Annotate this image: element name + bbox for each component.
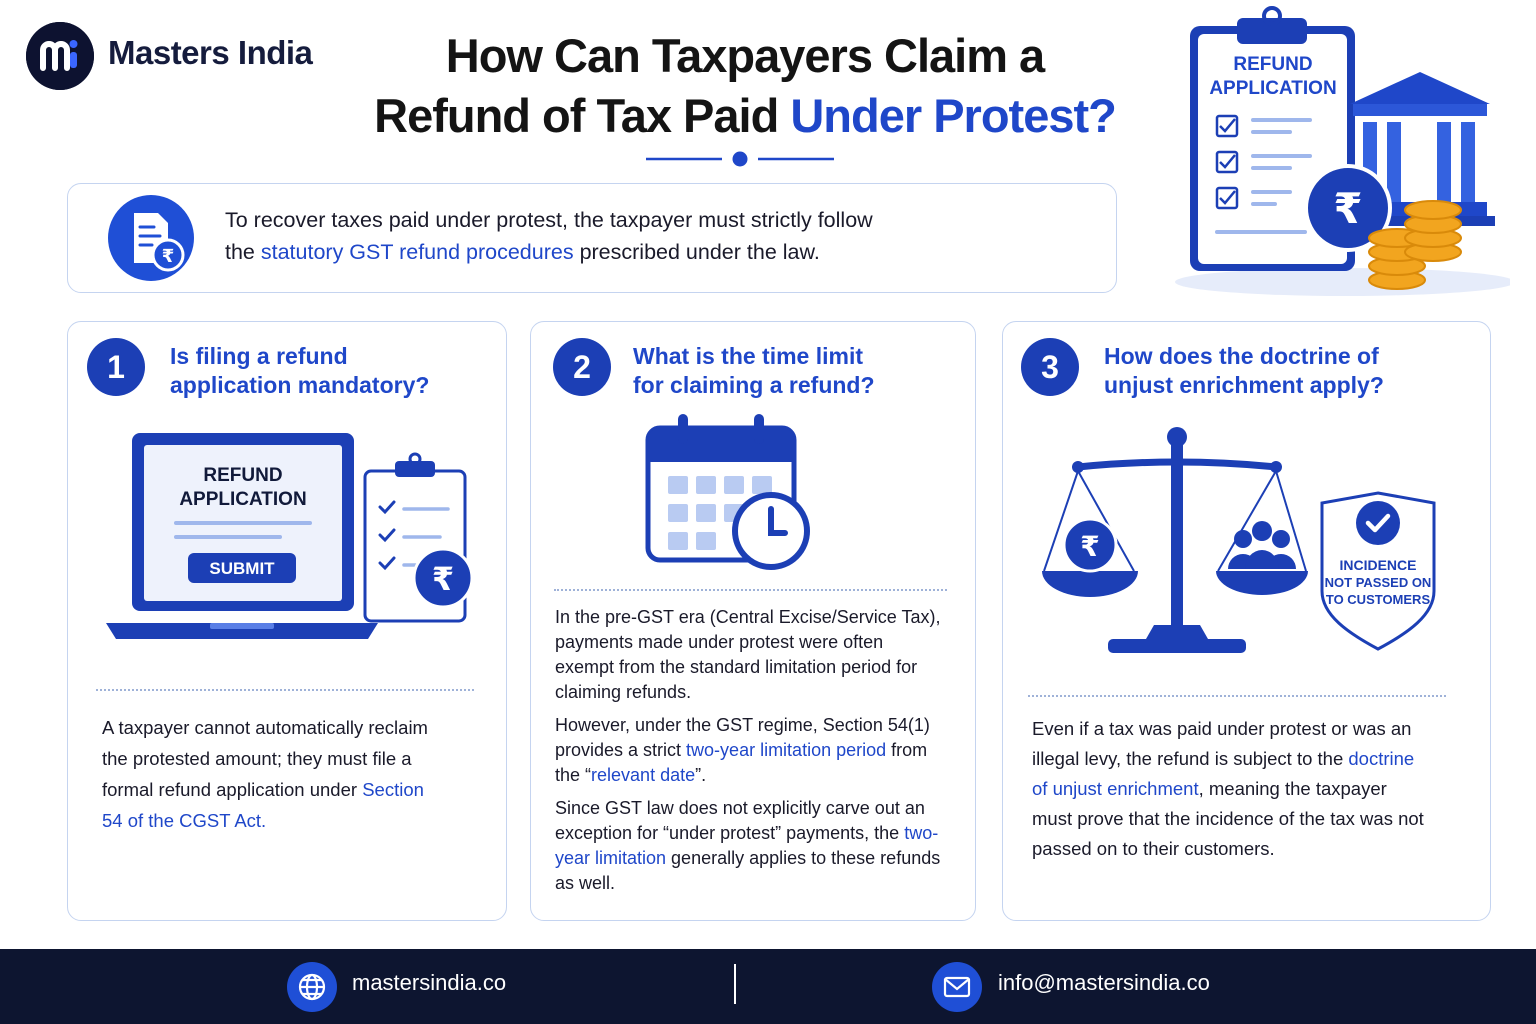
customers-group-icon [1228,521,1296,569]
brand-logo [26,22,94,90]
brand-name: Masters India [108,34,313,71]
mail-icon [932,962,982,1012]
card-3-question-line-1: How does the doctrine of [1104,343,1379,369]
card-2-p2-text-b: from the “ [555,740,928,785]
clipboard-currency-symbol: ₹ [432,560,454,598]
card-2-question-line-1: What is the time limit [633,343,864,369]
card-1-body: A taxpayer cannot automatically reclaim … [102,712,447,836]
card-1-body-text: A taxpayer cannot automatically reclaim … [102,717,428,800]
card-2-body: In the pre-GST era (Central Excise/Servi… [555,605,945,904]
card-1-divider [96,689,474,691]
globe-icon [287,962,337,1012]
card-2-p2-highlight-1: two-year limitation period [686,740,887,760]
intro-highlight: statutory GST refund procedures [260,240,574,264]
card-2-p2-text-c: ”. [695,765,707,785]
refund-application-illustration: REFUND APPLICATION ₹ [1175,6,1510,296]
card-2-paragraph-2: However, under the GST regime, Section 5… [555,713,945,788]
title-line-2: Refund of Tax Paid Under Protest? [300,86,1190,146]
gold-coins-icon [1368,200,1462,290]
card-2-paragraph-3: Since GST law does not explicitly carve … [555,796,945,896]
scale-icon [1042,427,1308,653]
hero-form-label-2: APPLICATION [1209,78,1336,99]
intro-part-3: prescribed under the law. [573,240,820,264]
card-3-body: Even if a tax was paid under protest or … [1032,714,1432,864]
card-3-body-highlight: doctrine of unjust enrichment [1032,748,1415,799]
card-2-paragraph-1: In the pre-GST era (Central Excise/Servi… [555,607,941,702]
intro-callout [67,183,1117,293]
card-3-body-text-a: Even if a tax was paid under protest or … [1032,718,1412,769]
hero-form-label-1: REFUND [1233,54,1312,75]
card-3-body-text-b: , meaning the taxpayer must prove that t… [1032,778,1424,859]
refund-document-icon: ₹ [108,195,194,281]
card-2-number-badge: 2 [553,338,611,396]
laptop-screen-label-2: APPLICATION [179,489,306,510]
laptop-screen-label-1: REFUND [203,465,282,486]
calendar-clock-icon [645,414,810,570]
card-2-p3-highlight: two-year limitation [555,823,939,868]
intro-part-1: To recover taxes paid under protest, the… [225,208,873,232]
card-1-question: Is filing a refund application mandatory… [170,342,490,400]
card-2-p2-text-a: However, under the GST regime, Section 5… [555,715,930,760]
title-line-2-prefix: Refund of Tax Paid [374,89,791,142]
title-line-1: How Can Taxpayers Claim a [445,29,1045,82]
card-3-divider [1028,695,1446,697]
footer-bar [0,949,1536,1024]
card-1-question-line-2: application mandatory? [170,372,430,398]
laptop-submit-button: SUBMIT [209,559,275,578]
card-2-question: What is the time limit for claiming a re… [633,342,953,400]
card-time-limit [530,321,976,921]
shield-line-2: NOT PASSED ON [1325,575,1432,590]
scale-currency-symbol: ₹ [1080,530,1099,563]
card-1-number-badge: 1 [87,338,145,396]
card-2-p2-highlight-2: relevant date [591,765,696,785]
shield-line-1: INCIDENCE [1339,557,1416,573]
footer-email-link[interactable]: info@mastersindia.co [998,970,1210,995]
hero-currency-symbol: ₹ [1333,184,1362,233]
title-highlight: Under Protest? [790,89,1116,142]
card-1-body-highlight: Section 54 of the CGST Act. [102,779,424,831]
card-2-question-line-2: for claiming a refund? [633,372,875,398]
intro-part-2: the [225,240,261,264]
footer-separator [734,964,736,1004]
footer-website-link[interactable]: mastersindia.co [352,970,507,995]
card-2-p3-text-a: Since GST law does not explicitly carve … [555,798,925,843]
shield-line-3: TO CUSTOMERS [1326,592,1431,607]
card-3-number-badge: 3 [1021,338,1079,396]
card-3-question-line-2: unjust enrichment apply? [1104,372,1384,398]
card-1-question-line-1: Is filing a refund [170,343,348,369]
page-title: How Can Taxpayers Claim a Refund of Tax … [300,26,1190,146]
title-divider [646,151,834,167]
card-2-p3-text-b: generally applies to these refunds as we… [555,848,941,893]
intro-text: To recover taxes paid under protest, the… [225,204,1095,268]
justice-scale-illustration: ₹ INCIDENCE NOT PASSED ON TO CUSTOMERS [1042,427,1436,653]
laptop-refund-illustration: REFUND APPLICATION SUBMIT ₹ [106,433,474,639]
card-2-divider [554,589,947,591]
svg-text:₹: ₹ [162,246,175,267]
card-3-question: How does the doctrine of unjust enrichme… [1104,342,1454,400]
